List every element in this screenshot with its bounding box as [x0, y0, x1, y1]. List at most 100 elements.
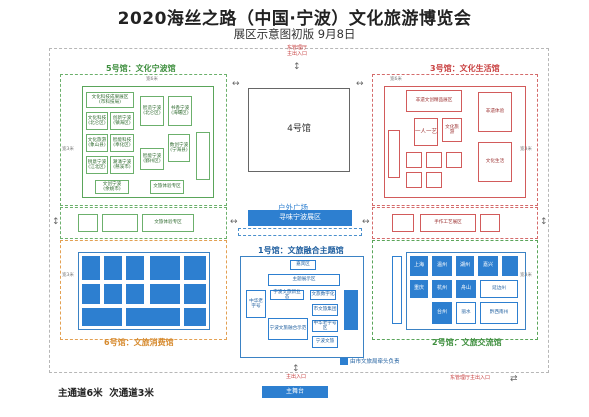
east-corridor-band: [372, 207, 538, 239]
hall3-small-4: [426, 172, 442, 188]
hall2-side-block: [502, 256, 518, 276]
hall6-block-6: [104, 284, 122, 304]
outdoor-plaza-label: 户外广场: [278, 203, 308, 212]
hall1-cell-0: 嘉宾区: [290, 260, 316, 270]
hall2-cell-5: 嘉兴: [478, 256, 498, 276]
page-subtitle: 展区示意图初版 9月8日: [233, 27, 356, 41]
outdoor-plaza-strip: [238, 228, 362, 236]
hall3-cell-1: 一人一艺: [414, 118, 438, 146]
hall5-inner: [82, 86, 214, 198]
hall1-cell-5: 宁波文旅融合示范: [268, 318, 308, 340]
hall5-cell-8: 数创宁波 (宁海县): [168, 134, 190, 162]
hall2-cell-3: 温州: [432, 256, 452, 276]
hall5-cell-3: 智造宁波 (北仑区): [140, 96, 164, 126]
hall5-cell-6: 智能科技 (奉化区): [110, 134, 134, 152]
hall6-block-2: [126, 256, 144, 280]
south-entrance-label: 主出入口: [285, 374, 306, 380]
hall6-block-1: [104, 256, 122, 280]
corridor-arrow-n2: ↔: [356, 79, 364, 89]
corridor-width-sec-sw: 宽3米: [62, 273, 74, 278]
hall6-block-5: [82, 284, 100, 304]
hall5-cell-4: 书香宁波 (海曙区): [168, 96, 192, 126]
corridor-width-main-n: 宽6米: [146, 77, 158, 82]
hall6-block-0: [82, 256, 100, 280]
main-stage: 主舞台: [262, 386, 328, 398]
hall5-side-strip: [196, 132, 210, 180]
hall2-west-strip: [392, 256, 402, 324]
hall5-cell-0: 文化科技成果展区 (市科技局): [86, 92, 134, 108]
hall6-block-11: [126, 308, 180, 326]
hall5-cell-12: 文旅体验专区: [150, 180, 184, 194]
corridor-width-sec-w: 宽3米: [62, 147, 74, 152]
hall4-label: 4号馆: [287, 124, 311, 135]
hall2-cell-0: 上海: [410, 256, 428, 276]
hall1-cell-7: 中华老字号区: [312, 320, 338, 332]
outdoor-plaza-zone: 寻味宁波展区: [248, 210, 352, 226]
hall2-cell-7: 延边州: [480, 280, 518, 298]
hall1-cell-6: 市文旅集团: [312, 304, 338, 316]
hall5-cell-10: 潮涌宁波 (慈溪市): [110, 156, 134, 174]
west-corridor-cell-b: [102, 214, 138, 232]
hall6-inner: [78, 252, 210, 330]
page-title: 2020海丝之路（中国·宁波）文化旅游博览会: [117, 9, 472, 29]
hall6-block-7: [126, 284, 144, 304]
corridor-width-sec-e: 宽3米: [520, 147, 532, 152]
hall6-block-10: [82, 308, 122, 326]
hall6-outline: [60, 240, 227, 340]
hall6-block-9: [184, 284, 206, 304]
hall3-small-3: [406, 172, 422, 188]
hall1-cell-1: 主题展示区: [268, 274, 340, 286]
north-entrance-label: 东管理厅 主出入口: [286, 45, 307, 57]
hall3-small-0: [406, 152, 422, 168]
hall3-inner: [384, 86, 526, 198]
hall5-cell-11: 文创宁波 (余姚市): [95, 180, 129, 194]
corridor-arrow-n1: ↔: [232, 79, 240, 89]
hall2-cell-8: 黔西南州: [480, 302, 518, 324]
hall1-label: 1号馆：文旅融合主题馆: [258, 246, 344, 255]
east-corridor-cell-b: [480, 214, 500, 232]
corridor-arrow-m2: ↔: [362, 217, 370, 227]
main-stage-label: 主舞台: [285, 387, 304, 395]
southeast-entrance-arrow: ⇄: [510, 374, 518, 384]
east-corridor-cell-c: [392, 214, 414, 232]
hall5-cell-9: 锐意宁波 (江北区): [86, 156, 108, 174]
hall3-small-2: [446, 152, 462, 168]
outdoor-plaza-zone-label: 寻味宁波展区: [279, 213, 321, 222]
hall6-block-3: [150, 256, 180, 280]
hall3-cell-2: 文化旅游: [442, 118, 462, 142]
hall3-outline: [372, 74, 538, 206]
hall3-cell-3: 非遗体验: [478, 92, 512, 132]
hall5-cell-1: 文化科技 (北仑区): [86, 112, 108, 130]
corridor-width-main-ne: 宽6米: [390, 77, 402, 82]
hall1-outline: [240, 256, 364, 358]
hall2-cell-4: 湖州: [456, 256, 474, 276]
hall1-cell-3: 宁波文旅新业态: [270, 290, 304, 300]
hall3-label: 3号馆：文化生活馆: [430, 64, 500, 73]
hall2-cell-6: 台州: [432, 302, 452, 324]
hall3-side-strip: [388, 130, 400, 178]
hall2-cell-2: 杭州: [432, 280, 452, 298]
city-legend-swatch: [340, 358, 348, 365]
hall5-cell-7: 智能宁波 (鄞州区): [140, 148, 164, 170]
west-corridor-cell-a: [78, 214, 98, 232]
southeast-entrance-label: 东管理厅主出入口: [449, 375, 490, 381]
hall5-label: 5号馆：文化宁波馆: [106, 64, 176, 73]
hall1-side-block: [344, 290, 358, 330]
hall6-block-12: [184, 308, 206, 326]
hall3-small-1: [426, 152, 442, 168]
hall2-cell-10: 舟山: [456, 280, 476, 298]
south-entrance-arrow: ↕: [292, 364, 300, 374]
hall6-block-4: [184, 256, 206, 280]
hall5-cell-5: 文化旅游 (象山县): [86, 134, 108, 152]
hall3-cell-0: 非遗文创精品展区: [406, 90, 462, 112]
east-corridor-cell-a: 手作工艺展区: [420, 214, 476, 232]
hall5-outline: [60, 74, 227, 206]
exhibition-boundary: [49, 48, 549, 373]
hall6-block-8: [150, 284, 180, 304]
hall6-label: 6号馆：文旅消费馆: [104, 338, 174, 347]
hall2-outline: [372, 240, 538, 340]
corridor-arrow-w: ↕: [52, 217, 60, 227]
corridor-arrow-e: ↕: [540, 217, 548, 227]
hall2-inner: [406, 252, 526, 330]
west-corridor-cell-c: 文旅体验专区: [142, 214, 194, 232]
